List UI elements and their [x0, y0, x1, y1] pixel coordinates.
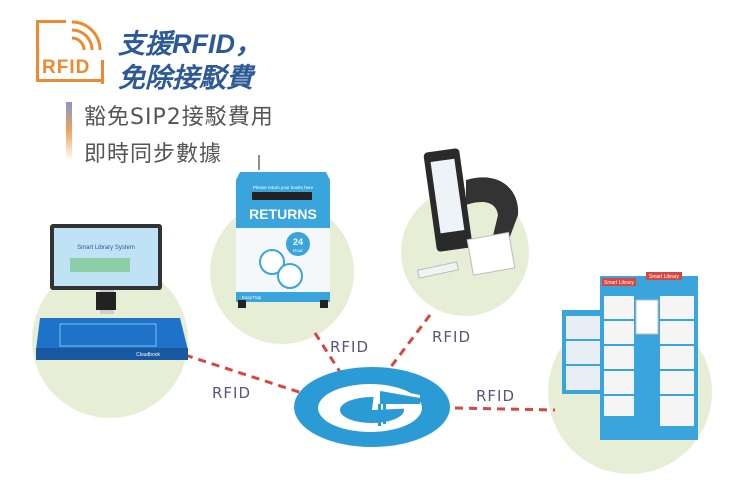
rfid-label-return-box: RFID [330, 338, 370, 356]
handheld-rfid-scanner [417, 148, 519, 279]
self-checkout-kiosk: Smart Library System Cloudbook [36, 224, 188, 360]
rfid-label-lockers: RFID [476, 387, 516, 405]
lockers-sign-right: Smart Library [649, 274, 680, 280]
benefit-2: 即時同步數據 [84, 142, 223, 167]
rfid-label-kiosk: RFID [212, 384, 252, 402]
return-box-badge-number: 24 [293, 237, 303, 247]
accent-bar [66, 102, 72, 160]
book-return-box: Please return your books here RETURNS 24… [236, 155, 330, 308]
rfid-logo-frame-right [101, 60, 104, 84]
benefit-1: 豁免SIP2接駁費用 [84, 105, 274, 130]
return-box-title: RETURNS [249, 206, 317, 222]
smart-library-lockers: Smart Library Smart Library [562, 272, 698, 440]
link-scanner [388, 314, 432, 369]
headline-line-2: 免除接駁費 [118, 63, 253, 93]
return-box-brand: EasyTrap [242, 295, 262, 300]
return-box-top-text: Please return your books here [253, 185, 314, 190]
lockers-sign-left: Smart Library [604, 280, 635, 286]
link-lockers [454, 406, 556, 412]
kiosk-brand: Cloudbook [136, 352, 160, 358]
link-return-box [313, 332, 342, 373]
kiosk-screen-title: Smart Library System [77, 245, 135, 251]
hub-logo [294, 367, 450, 447]
wifi-icon [71, 20, 102, 51]
rfid-logo-frame [36, 20, 102, 82]
rfid-logo-label: RFID [42, 57, 91, 78]
link-kiosk [184, 353, 303, 395]
rfid-logo-frame-top [36, 20, 66, 23]
rfid-label-scanner: RFID [432, 328, 472, 346]
return-box-badge-unit: Hour [293, 248, 303, 253]
headline-line-1: 支援RFID， [118, 29, 262, 59]
